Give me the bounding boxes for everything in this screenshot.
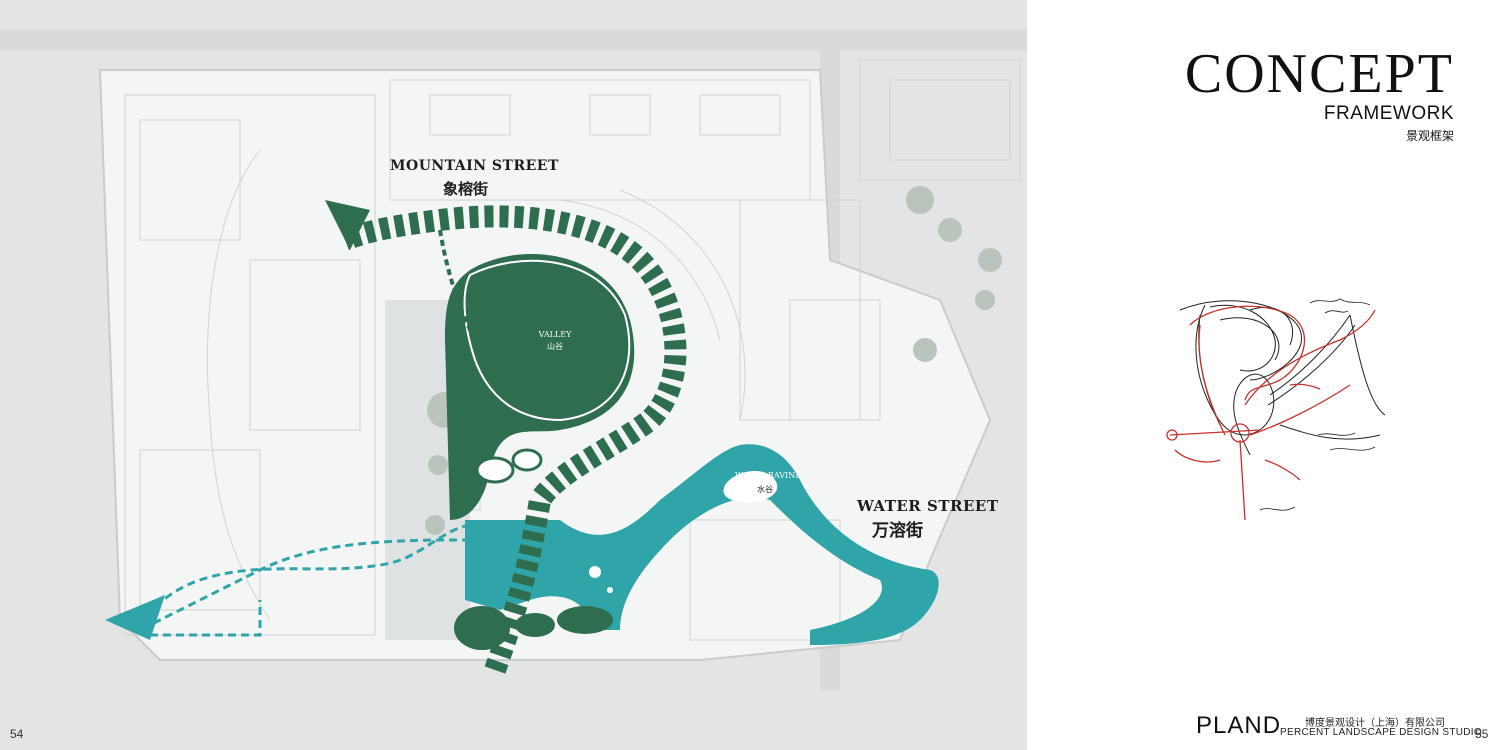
page-title: CONCEPT [1184,43,1454,105]
firm-name-cn: 博度景观设计（上海）有限公司 [1305,718,1445,729]
water-ravine-label: WATER RAVINE [734,471,802,480]
valley-cn-label: 山谷 [547,342,563,351]
page-subtitle-cn: 景观框架 [1405,129,1454,143]
pland-logo: PLAND [1196,712,1282,739]
water-street-arrow [105,595,165,640]
mountain-street-arrow [325,200,370,250]
concept-sketch [1166,298,1386,521]
water-ravine-cn-label: 水谷 [757,485,773,494]
mountain-street-path [340,205,687,674]
water-street-dashed-paths [138,523,471,637]
building-outlines [124,59,1021,641]
firm-name-en: PERCENT LANDSCAPE DESIGN STUDIO [1280,727,1482,738]
water-street-label: WATER STREET [857,497,999,515]
page-number-left: 54 [10,727,24,741]
site-plan-panel: MOUNTAIN STREET 象榕街 VALLEY 山谷 WATER RAVI… [0,0,1027,750]
mountain-street-cn-label: 象榕街 [443,180,489,198]
valley-label: VALLEY [538,330,572,339]
site-plan-drawing [98,59,1021,674]
water-ravine-island [723,470,778,503]
water-street-area [465,444,939,645]
page-subtitle: FRAMEWORK [1323,103,1454,124]
water-street-cn-label: 万溶街 [872,521,923,541]
mountain-street-label: MOUNTAIN STREET [390,158,559,174]
page-number-right: 55 [1475,727,1489,741]
